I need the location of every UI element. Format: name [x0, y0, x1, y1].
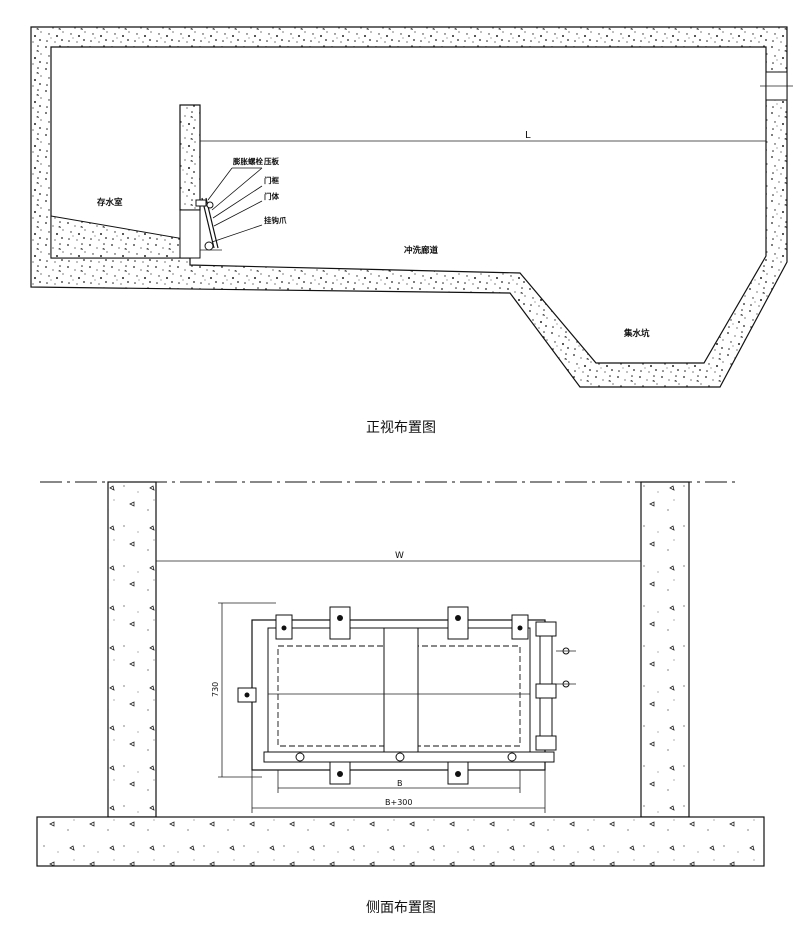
label-sump: 集水坑 [623, 328, 650, 339]
gate-opening [179, 209, 201, 259]
front-view-caption: 正视布置图 [366, 420, 436, 436]
dimension-W-label: W [395, 551, 404, 561]
side-view-caption: 侧面布置图 [366, 900, 436, 916]
dimension-B300-label: B+300 [385, 798, 412, 807]
label-flush-gallery: 冲洗廊道 [404, 245, 439, 256]
gate-side-assembly [237, 606, 576, 785]
concrete-shell [30, 26, 788, 388]
dimension-B-label: B [397, 779, 403, 788]
dimension-730-label: 730 [211, 682, 220, 697]
label-door-frame: 门框 [264, 175, 279, 185]
label-hook-claw: 挂钩爪 [264, 215, 287, 225]
label-door-body: 门体 [264, 191, 279, 201]
dimension-L-label: L [525, 130, 531, 141]
label-press-plate: 压板 [264, 156, 279, 166]
floor-slab [36, 816, 765, 867]
right-side-wall [640, 481, 690, 818]
front-view: L 膨胀螺栓 压板 门框 门体 挂钩爪 存水室 冲洗廊道 集水坑 [30, 26, 793, 388]
partition-wall [179, 104, 201, 211]
flush-gate-assembly [195, 197, 222, 251]
label-water-storage: 存水室 [96, 197, 123, 208]
left-side-wall [107, 481, 157, 818]
label-expansion-bolt: 膨胀螺栓 [232, 156, 263, 166]
side-view: W [36, 481, 765, 867]
storage-slope [50, 215, 191, 259]
